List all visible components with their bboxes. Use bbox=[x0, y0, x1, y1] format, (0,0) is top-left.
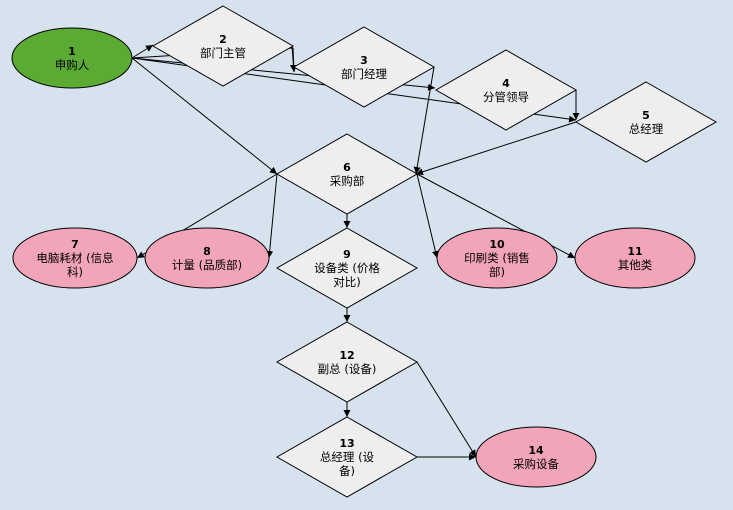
node-10-ellipse bbox=[436, 227, 558, 289]
edge-3-to-6 bbox=[413, 66, 435, 175]
node-8[interactable]: 8计量 (品质部) bbox=[144, 227, 270, 289]
node-2-label-line-0: 部门主管 bbox=[200, 46, 246, 60]
node-3-label-line-0: 部门经理 bbox=[341, 67, 387, 81]
node-5-label-line-0: 总经理 bbox=[629, 122, 664, 136]
edge-12-to-14 bbox=[416, 361, 477, 458]
node-5-number: 5 bbox=[642, 109, 650, 122]
edge-1-to-6 bbox=[131, 57, 278, 175]
node-9-number: 9 bbox=[343, 248, 351, 261]
node-7-number: 7 bbox=[71, 238, 79, 251]
node-4-number: 4 bbox=[502, 77, 510, 90]
node-13-label-line-1: 备) bbox=[339, 464, 355, 478]
node-14-number: 14 bbox=[528, 444, 544, 457]
node-2-diamond bbox=[151, 5, 295, 87]
node-12-diamond bbox=[275, 321, 419, 403]
node-2-number: 2 bbox=[219, 33, 227, 46]
node-9-label-line-1: 对比) bbox=[333, 275, 361, 289]
node-10-number: 10 bbox=[489, 238, 505, 251]
node-5-diamond bbox=[574, 81, 718, 163]
node-4-label-line-0: 分管领导 bbox=[483, 90, 529, 104]
node-7-label-line-0: 电脑耗材 (信息 bbox=[36, 251, 113, 265]
edge-6-to-8 bbox=[266, 173, 278, 259]
node-8-number: 8 bbox=[203, 245, 211, 258]
node-9-diamond bbox=[275, 227, 419, 309]
node-12-label-line-0: 副总 (设备) bbox=[318, 362, 377, 376]
node-4-diamond bbox=[434, 49, 578, 131]
node-6-number: 6 bbox=[343, 161, 351, 174]
node-7-ellipse bbox=[12, 227, 138, 289]
node-13-diamond bbox=[275, 416, 419, 498]
node-6-diamond bbox=[275, 133, 419, 215]
node-1-ellipse bbox=[11, 27, 133, 89]
node-1-label-line-0: 申购人 bbox=[55, 58, 90, 72]
node-11-number: 11 bbox=[627, 245, 642, 258]
node-13-label-line-0: 总经理 (设 bbox=[320, 450, 375, 464]
node-11-ellipse bbox=[574, 227, 696, 289]
node-1-number: 1 bbox=[68, 45, 76, 58]
edge-2-to-3 bbox=[289, 45, 297, 73]
node-11-label-line-0: 其他类 bbox=[618, 258, 653, 272]
node-14-label-line-0: 采购设备 bbox=[513, 457, 559, 471]
edge-6-to-10 bbox=[416, 173, 439, 259]
node-8-ellipse bbox=[144, 227, 270, 289]
node-13-number: 13 bbox=[339, 437, 354, 450]
edge-5-to-6 bbox=[415, 121, 577, 176]
edge-1-to-2 bbox=[131, 44, 154, 59]
node-3-number: 3 bbox=[360, 54, 368, 67]
node-14-ellipse bbox=[475, 426, 597, 488]
node-12-number: 12 bbox=[339, 349, 354, 362]
node-10-label-line-0: 印刷类 (销售 bbox=[464, 251, 530, 265]
node-3-diamond bbox=[292, 26, 436, 108]
node-7-label-line-1: 科) bbox=[67, 265, 83, 279]
node-9-label-line-0: 设备类 (价格 bbox=[314, 261, 380, 275]
node-6-label-line-0: 采购部 bbox=[330, 174, 365, 188]
node-10-label-line-1: 部) bbox=[489, 265, 505, 279]
node-8-label-line-0: 计量 (品质部) bbox=[172, 258, 242, 272]
